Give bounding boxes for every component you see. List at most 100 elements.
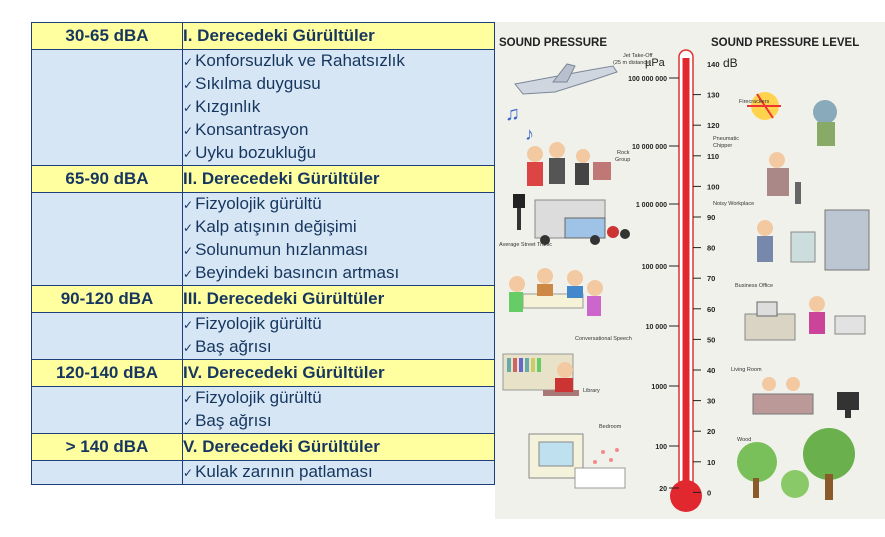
bedroom-illustration (528, 433, 626, 489)
noisy-workplace-illustration (757, 209, 870, 271)
effects-list: Konforsuzluk ve Rahatsızlık Sıkılma duyg… (182, 49, 495, 166)
effect-item: Konsantrasyon (183, 119, 494, 142)
db-tick-label: 60 (707, 305, 715, 314)
db-tick-label: 40 (707, 366, 715, 375)
svg-text:♪: ♪ (525, 124, 534, 144)
db-tick-label: 20 (707, 427, 715, 436)
effect-item: Solunumun hızlanması (183, 239, 494, 262)
empty-cell (31, 386, 183, 434)
thermometer (670, 49, 702, 512)
source-label: Business Office (735, 283, 773, 289)
effect-item: Baş ağrısı (183, 336, 494, 359)
empty-cell (31, 192, 183, 286)
pressure-tick-label: 10 000 (646, 324, 668, 331)
level-range: > 140 dBA (31, 433, 183, 461)
source-label: Bedroom (599, 424, 622, 430)
level-range: 120-140 dBA (31, 359, 183, 387)
living-room-illustration (752, 377, 859, 418)
db-tick-label: 90 (707, 213, 715, 222)
level-title: III. Derecedeki Gürültüler (182, 285, 495, 313)
db-tick-label: 130 (707, 91, 720, 100)
source-label: Library (583, 388, 600, 394)
pressure-unit: µPa (645, 57, 666, 69)
level-effects-row: Konforsuzluk ve Rahatsızlık Sıkılma duyg… (31, 49, 495, 166)
level-range: 30-65 dBA (31, 22, 183, 50)
rock-group-illustration: ♫ ♪ (505, 103, 611, 186)
pressure-scale: 100 000 000 10 000 000 1 000 000 100 000 10 … (628, 76, 679, 493)
source-sublabel: Group (615, 157, 630, 163)
db-tick-label: 0 (707, 488, 711, 497)
source-label: Jet Take-Off (623, 53, 653, 59)
effect-item: Uyku bozukluğu (183, 142, 494, 165)
pneumatic-chipper-illustration (767, 152, 801, 204)
effect-item: Fizyolojik gürültü (183, 387, 494, 410)
empty-cell (31, 49, 183, 166)
level-effects-row: Fizyolojik gürültü Baş ağrısı (31, 312, 495, 360)
pressure-tick-label: 100 000 (642, 264, 667, 271)
db-tick-label: 120 (707, 121, 720, 130)
source-label: Conversational Speech (575, 336, 632, 342)
empty-cell (31, 460, 183, 485)
effects-list: Fizyolojik gürültü Baş ağrısı (182, 386, 495, 434)
effect-item: Kalp atışının değişimi (183, 216, 494, 239)
pressure-tick-label: 10 000 000 (632, 144, 667, 151)
effect-item: Kulak zarının patlaması (183, 461, 494, 484)
pressure-tick-label: 100 (655, 444, 667, 451)
level-range: 65-90 dBA (31, 165, 183, 193)
level-title: IV. Derecedeki Gürültüler (182, 359, 495, 387)
effect-item: Fizyolojik gürültü (183, 193, 494, 216)
effect-item: Sıkılma duygusu (183, 73, 494, 96)
left-heading: SOUND PRESSURE (499, 37, 607, 49)
db-tick-label: 50 (707, 335, 715, 344)
pressure-tick-label: 1 000 000 (636, 202, 667, 209)
db-tick-label: 100 (707, 182, 720, 191)
source-label: Wood (737, 437, 751, 443)
source-label: Firecrackers (739, 99, 770, 105)
effect-item: Kızgınlık (183, 96, 494, 119)
level-title: V. Derecedeki Gürültüler (182, 433, 495, 461)
pressure-tick-label: 1000 (651, 384, 667, 391)
effect-item: Konforsuzluk ve Rahatsızlık (183, 50, 494, 73)
effects-list: Fizyolojik gürültü Baş ağrısı (182, 312, 495, 360)
level-header-row: 120-140 dBA IV. Derecedeki Gürültüler (31, 359, 495, 387)
source-label: Living Room (731, 367, 762, 373)
db-tick-label: 70 (707, 274, 715, 283)
pressure-tick-label: 20 (659, 486, 667, 493)
level-effects-row: Kulak zarının patlaması (31, 460, 495, 485)
sound-pressure-diagram: SOUND PRESSURE SOUND PRESSURE LEVEL ♫ ♪ (495, 22, 885, 519)
source-label: Pneumatic (713, 136, 739, 142)
firecracker-illustration (747, 92, 837, 146)
source-label: Noisy Workplace (713, 201, 754, 207)
level-header-row: 30-65 dBA I. Derecedeki Gürültüler (31, 22, 495, 50)
effect-item: Baş ağrısı (183, 410, 494, 433)
level-effects-row: Fizyolojik gürültü Kalp atışının değişim… (31, 192, 495, 286)
effects-list: Fizyolojik gürültü Kalp atışının değişim… (182, 192, 495, 286)
library-illustration (502, 353, 579, 396)
business-office-illustration (744, 296, 866, 341)
empty-cell (31, 312, 183, 360)
right-heading: SOUND PRESSURE LEVEL (711, 37, 859, 49)
db-tick-label: 140 (707, 60, 720, 69)
source-sublabel: Chipper (713, 143, 732, 149)
airplane-illustration (514, 63, 618, 95)
level-range: 90-120 dBA (31, 285, 183, 313)
level-title: I. Derecedeki Gürültüler (182, 22, 495, 50)
source-label: Rock (617, 150, 630, 156)
pressure-tick-label: 100 000 000 (628, 76, 667, 83)
db-tick-label: 80 (707, 244, 715, 253)
db-tick-label: 10 (707, 458, 715, 467)
level-title: II. Derecedeki Gürültüler (182, 165, 495, 193)
street-traffic-illustration (513, 194, 630, 245)
conversation-illustration (509, 268, 603, 316)
effect-item: Beyindeki basıncın artması (183, 262, 494, 285)
svg-text:♫: ♫ (505, 103, 520, 125)
level-header-row: 90-120 dBA III. Derecedeki Gürültüler (31, 285, 495, 313)
level-header-row: 65-90 dBA II. Derecedeki Gürültüler (31, 165, 495, 193)
db-tick-label: 110 (707, 152, 719, 161)
source-label: Average Street Traffic (499, 242, 552, 248)
wood-illustration (737, 428, 855, 500)
effects-list: Kulak zarının patlaması (182, 460, 495, 485)
effect-item: Fizyolojik gürültü (183, 313, 494, 336)
sound-pressure-svg: SOUND PRESSURE SOUND PRESSURE LEVEL ♫ ♪ (499, 37, 870, 512)
level-effects-row: Fizyolojik gürültü Baş ağrısı (31, 386, 495, 434)
